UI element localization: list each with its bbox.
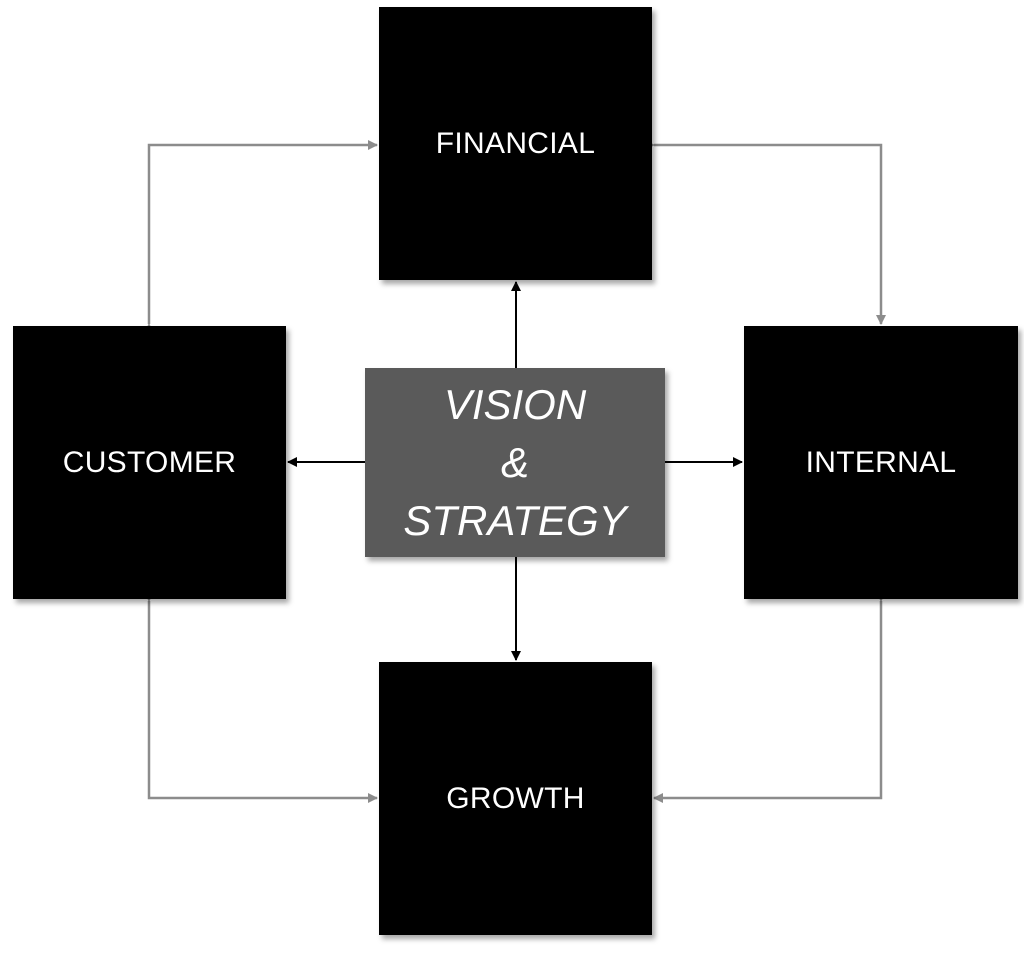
arrow-internal-growth — [653, 592, 886, 803]
arrow-customer-financial — [144, 140, 378, 333]
center-line-2: & — [500, 438, 529, 486]
internal-label: INTERNAL — [805, 445, 957, 479]
growth-box: GROWTH — [379, 662, 652, 935]
vision-strategy-box: VISION & STRATEGY — [365, 368, 665, 557]
internal-box: INTERNAL — [744, 326, 1018, 599]
arrow-financial-internal — [645, 140, 886, 325]
financial-label: FINANCIAL — [435, 126, 596, 160]
growth-label: GROWTH — [446, 781, 585, 815]
arrow-customer-growth — [144, 592, 378, 803]
customer-box: CUSTOMER — [13, 326, 286, 599]
center-line-1: VISION — [443, 380, 587, 428]
customer-label: CUSTOMER — [62, 445, 237, 479]
center-line-3: STRATEGY — [403, 496, 627, 544]
financial-box: FINANCIAL — [379, 7, 652, 280]
